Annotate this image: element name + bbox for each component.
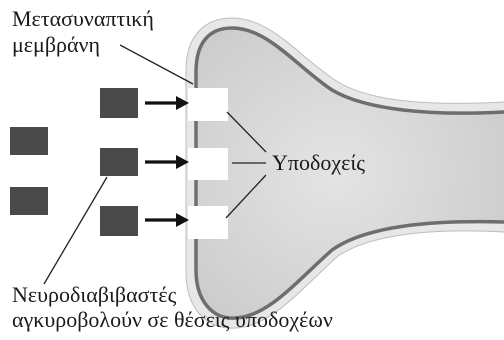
neurotransmitter — [10, 127, 48, 155]
receptors-label: Υποδοχείς — [272, 150, 365, 175]
receptor-sites — [188, 88, 228, 239]
membrane-label-line1: Μετασυναπτική — [12, 6, 154, 31]
neurotransmitter — [10, 187, 48, 215]
neurotransmitter — [100, 148, 138, 176]
neurotransmitters-label-line1: Νευροδιαβιβαστές — [12, 282, 177, 307]
receptor-site — [188, 88, 228, 121]
neurotransmitter — [100, 88, 138, 118]
neurotransmitters-label-line2: αγκυροβολούν σε θέσεις υποδοχέων — [12, 307, 333, 332]
neurotransmitter — [100, 206, 138, 236]
membrane-label-line2: μεμβράνη — [12, 32, 100, 57]
receptor-site — [188, 206, 228, 239]
receptor-site — [188, 148, 228, 180]
